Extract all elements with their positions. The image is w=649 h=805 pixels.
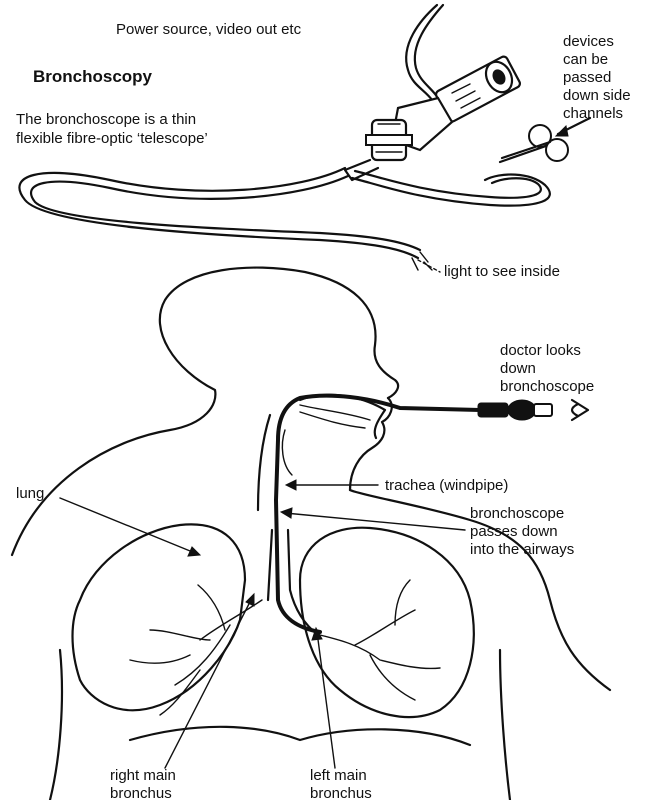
description-line-1: The bronchoscope is a thin: [16, 111, 196, 128]
eye-icon: [572, 400, 588, 420]
left-bronchus-label-line-1: left main: [310, 767, 367, 784]
lung-label: lung: [16, 485, 44, 502]
doctor-label-line-3: bronchoscope: [500, 378, 594, 395]
passes-label-line-2: passes down: [470, 523, 558, 540]
diagram-title: Bronchoscopy: [33, 67, 153, 86]
doctor-label-line-2: down: [500, 360, 536, 377]
devices-label-line-2: can be: [563, 51, 608, 68]
left-bronchus-label-line-2: bronchus: [310, 785, 372, 800]
bronchoscope-handle-icon: [478, 400, 552, 420]
description-line-2: flexible fibre-optic ‘telescope’: [16, 130, 208, 147]
devices-label-line-4: down side: [563, 87, 631, 104]
leader-lines: [60, 480, 465, 768]
right-bronchus-label-line-1: right main: [110, 767, 176, 784]
devices-label-line-1: devices: [563, 33, 614, 50]
right-bronchus-label-line-2: bronchus: [110, 785, 172, 800]
light-label: light to see inside: [444, 263, 560, 280]
passes-label-line-3: into the airways: [470, 541, 574, 558]
power-source-label: Power source, video out etc: [116, 21, 302, 38]
trachea-label: trachea (windpipe): [385, 477, 508, 494]
doctor-label-line-1: doctor looks: [500, 342, 581, 359]
passes-label-line-1: bronchoscope: [470, 505, 564, 522]
forceps-icon: [500, 125, 568, 162]
bronchoscope-handle-icon: [345, 55, 521, 180]
devices-label-line-5: channels: [563, 105, 623, 122]
devices-label-line-3: passed: [563, 69, 611, 86]
